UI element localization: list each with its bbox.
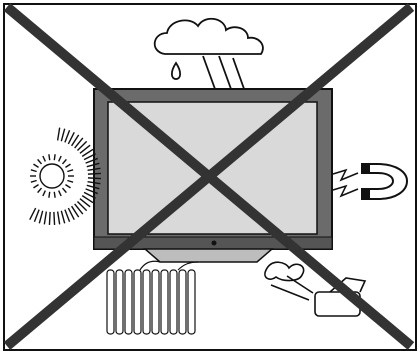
sun-icon [29,127,101,225]
magnet-icon [332,163,409,200]
prohibition-cross [3,3,415,350]
radiator-icon [106,260,199,335]
